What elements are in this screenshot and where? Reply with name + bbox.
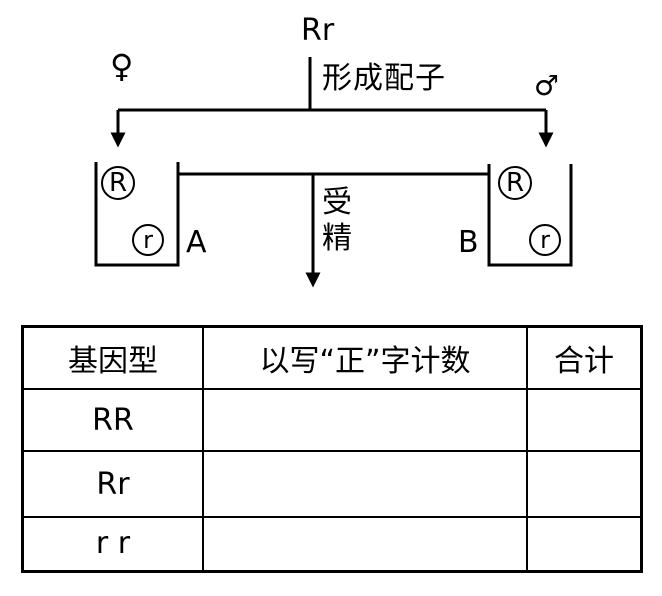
table-row: RR: [21, 388, 643, 452]
cell-genotype: Rr: [21, 450, 204, 518]
gamete-fertilization-diagram: Rr 形成配子 ♀ ♂ 受 精 R r A R r B: [94, 13, 573, 288]
container-a-ball-R: R: [101, 166, 135, 200]
fertilization-label-2: 精: [322, 221, 352, 256]
female-symbol-icon: ♀: [110, 47, 134, 85]
cell-total[interactable]: [526, 388, 643, 452]
container-b-label: B: [458, 225, 479, 260]
header-tally: 以写“正”字计数: [202, 325, 528, 390]
process-label: 形成配子: [322, 61, 446, 96]
table-row: r r: [21, 516, 643, 572]
fertilization-label-1: 受: [322, 185, 352, 220]
cell-tally[interactable]: [202, 388, 528, 452]
cell-genotype: r r: [21, 516, 204, 572]
container-b-ball-R: R: [498, 166, 532, 200]
diagram-lines: [94, 57, 573, 288]
genotype-tally-table: 基因型 以写“正”字计数 合计 RR Rr r r: [21, 325, 643, 573]
male-symbol-icon: ♂: [534, 69, 560, 102]
cell-total[interactable]: [526, 516, 643, 572]
container-b-outline: [487, 164, 573, 267]
container-a-label: A: [186, 225, 207, 260]
parent-genotype: Rr: [301, 13, 335, 48]
cell-tally[interactable]: [202, 516, 528, 572]
table-row: Rr: [21, 450, 643, 518]
cell-genotype: RR: [21, 388, 204, 452]
header-total: 合计: [526, 325, 643, 390]
cell-tally[interactable]: [202, 450, 528, 518]
container-a-outline: [94, 162, 180, 267]
container-a-ball-r: r: [132, 224, 164, 256]
container-b-ball-r: r: [529, 224, 561, 256]
header-genotype: 基因型: [21, 325, 204, 390]
table-header-row: 基因型 以写“正”字计数 合计: [21, 325, 643, 390]
cell-total[interactable]: [526, 450, 643, 518]
